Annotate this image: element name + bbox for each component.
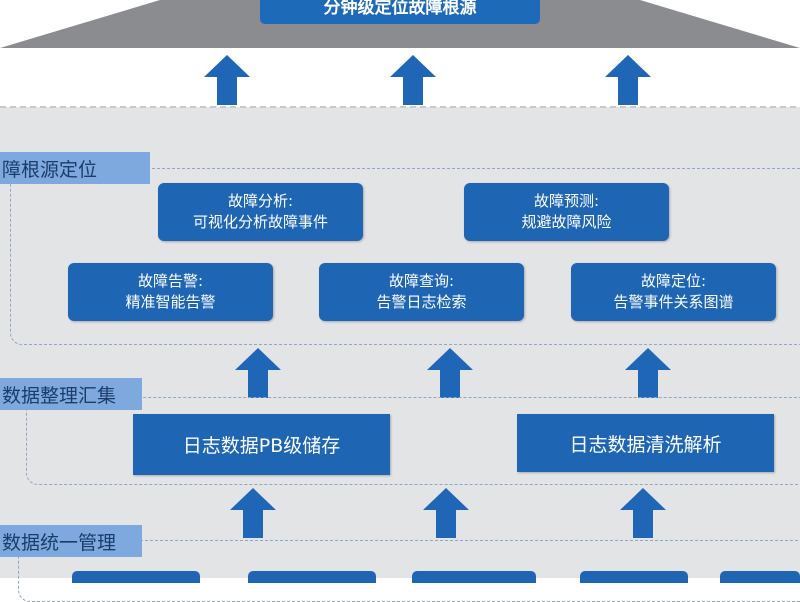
clean-parse-box: 日志数据清洗解析: [517, 414, 774, 472]
fault-locate-title: 故障定位:: [640, 272, 707, 290]
fault-analysis-desc: 可视化分析故障事件: [192, 213, 328, 231]
pb-storage-box: 日志数据PB级储存: [133, 414, 390, 475]
fault-alarm-title: 故障告警:: [137, 272, 204, 290]
fault-analysis-box: 故障分析: 可视化分析故障事件: [158, 183, 363, 241]
fault-query-box: 故障查询: 告警日志检索: [319, 263, 524, 321]
fault-predict-desc: 规避故障风险: [521, 213, 612, 231]
data-source-box-stub: [248, 571, 376, 583]
data-org-frame: [26, 397, 800, 485]
data-source-box-stub: [720, 571, 800, 583]
up-arrow-icon: [423, 488, 469, 538]
fault-analysis-title: 故障分析:: [227, 192, 294, 210]
fault-query-title: 故障查询:: [388, 272, 455, 290]
top-banner: 分钟级定位故障根源: [260, 0, 540, 24]
fault-predict-title: 故障预测:: [533, 192, 600, 210]
fault-locate-box: 故障定位: 告警事件关系图谱: [571, 263, 776, 321]
up-arrow-icon: [204, 55, 250, 105]
fault-locate-desc: 告警事件关系图谱: [613, 293, 734, 311]
fault-predict-box: 故障预测: 规避故障风险: [464, 183, 669, 241]
section-label-fault-root: 障根源定位: [0, 152, 150, 184]
top-banner-title: 分钟级定位故障根源: [323, 0, 477, 18]
data-source-box-stub: [72, 571, 200, 583]
up-arrow-icon: [427, 348, 473, 398]
fault-alarm-box: 故障告警: 精准智能告警: [68, 263, 273, 321]
up-arrow-icon: [620, 488, 666, 538]
fault-root-frame: [10, 168, 800, 345]
up-arrow-icon: [605, 55, 651, 105]
up-arrow-icon: [625, 348, 671, 398]
section-label-data-mgmt: 数据统一管理: [0, 525, 142, 557]
section-label-data-org: 数据整理汇集: [0, 378, 142, 410]
up-arrow-icon: [230, 488, 276, 538]
fault-query-desc: 告警日志检索: [376, 293, 467, 311]
up-arrow-icon: [390, 55, 436, 105]
panel-border: [0, 106, 800, 108]
up-arrow-icon: [235, 348, 281, 398]
top-roof: [0, 0, 800, 48]
data-source-box-stub: [580, 571, 688, 583]
fault-alarm-desc: 精准智能告警: [125, 293, 216, 311]
data-source-box-stub: [412, 571, 536, 583]
